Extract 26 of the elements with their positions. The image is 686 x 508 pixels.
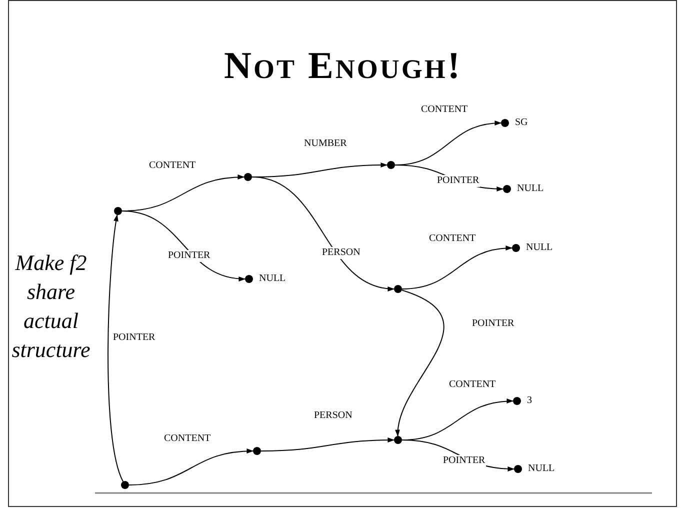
node-dot bbox=[387, 161, 395, 169]
node-dot bbox=[244, 173, 252, 181]
arrow bbox=[128, 448, 254, 486]
arrow bbox=[252, 176, 395, 291]
arrow bbox=[260, 438, 395, 452]
edge-label: POINTER bbox=[167, 250, 212, 262]
side-note: Make f2 share actual structure bbox=[10, 249, 92, 364]
value-label: NULL bbox=[259, 273, 286, 285]
value-label: NULL bbox=[526, 242, 553, 254]
edge-label: POINTER bbox=[436, 175, 480, 187]
value-label: NULL bbox=[528, 463, 555, 475]
edge-label: PERSON bbox=[321, 247, 362, 259]
node-dot bbox=[394, 436, 402, 444]
node-dot bbox=[253, 447, 261, 455]
node-dot bbox=[121, 481, 129, 489]
slide-title: Not Enough! bbox=[223, 44, 463, 88]
arrow bbox=[122, 210, 246, 281]
value-label: 3 bbox=[527, 395, 532, 407]
node-dot bbox=[114, 207, 122, 215]
arrow bbox=[402, 246, 513, 290]
arrow bbox=[396, 290, 444, 437]
arrow bbox=[108, 214, 124, 482]
value-label: NULL bbox=[517, 183, 544, 195]
value-label: SG bbox=[515, 117, 528, 129]
node-dot bbox=[394, 285, 402, 293]
edge-label: POINTER bbox=[442, 455, 486, 467]
